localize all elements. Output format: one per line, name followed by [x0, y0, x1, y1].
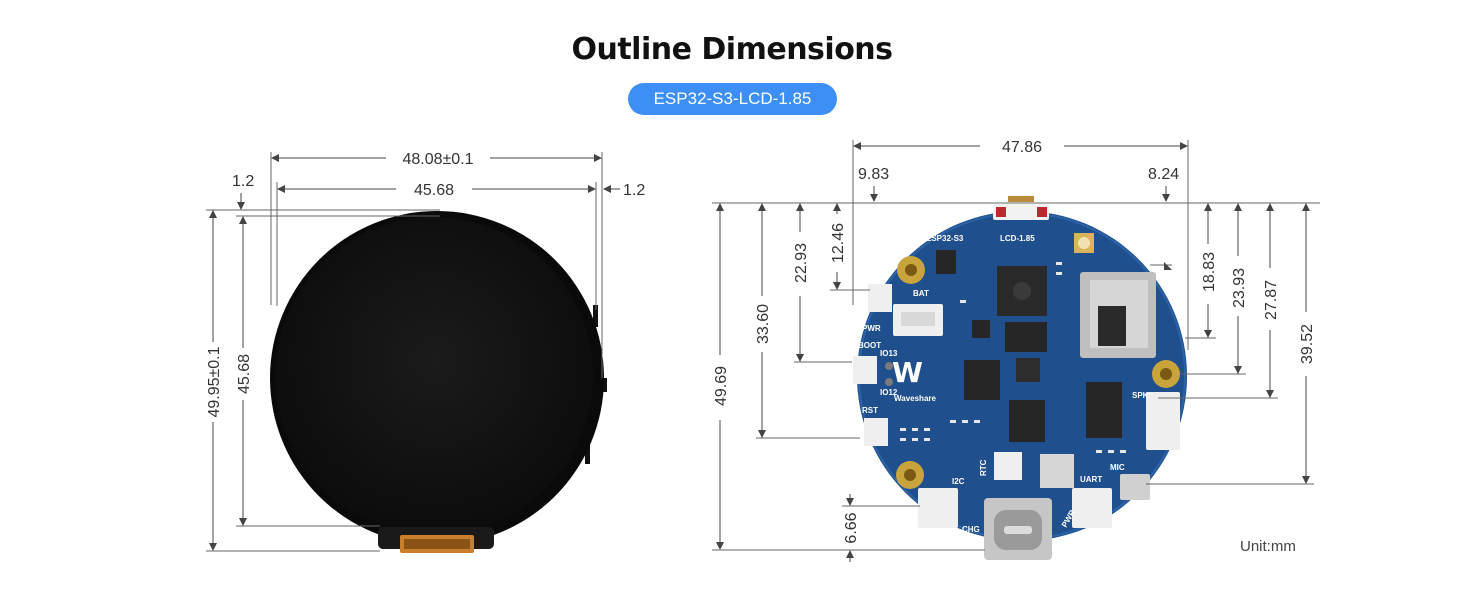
silk-io12: IO12: [880, 388, 898, 397]
pwr-button: [868, 284, 892, 312]
amp-chip: [1086, 382, 1122, 438]
silk-boot: BOOT: [858, 341, 881, 350]
dim-r-23-93: 23.93: [1231, 268, 1248, 308]
dim-h-33-60: 33.60: [755, 304, 772, 344]
i2c-connector: [918, 488, 958, 528]
dim-r-27-87: 27.87: [1263, 280, 1280, 320]
lcd-screen: [275, 217, 593, 535]
silk-i2c: I2C: [952, 477, 965, 486]
silk-brand: Waveshare: [894, 394, 937, 403]
spk-connector: [1146, 392, 1180, 450]
pcb-back-view: W ESP32-S3 LCD-1.85 BAT PWR BOOT IO13 IO…: [712, 139, 1320, 562]
dim-width-outer: 48.08±0.1: [402, 151, 473, 168]
mounting-hole-bl: [896, 461, 924, 489]
top-connector: [993, 204, 1049, 220]
page-title: Outline Dimensions: [571, 32, 893, 67]
dim-margin-left: 1.2: [232, 173, 254, 190]
model-badge: ESP32-S3-LCD-1.85: [628, 83, 837, 115]
dim-r-39-52: 39.52: [1299, 324, 1316, 364]
rtc-button: [1040, 454, 1074, 488]
dim-h-22-93: 22.93: [793, 243, 810, 283]
silk-esp32: ESP32-S3: [926, 234, 964, 243]
dim-r-18-83: 18.83: [1201, 252, 1218, 292]
dim-width-inner: 45.68: [414, 182, 454, 199]
svg-text:W: W: [892, 356, 923, 389]
lcd-front-view: 48.08±0.1 45.68 1.2 1.2 49.95±0.1 45.68: [206, 151, 645, 553]
silk-chg: CHG: [962, 525, 980, 534]
antenna-connector: [1074, 233, 1094, 253]
dim-offset-right: 8.24: [1148, 166, 1179, 183]
silk-io13: IO13: [880, 349, 898, 358]
audio-chip: [1009, 400, 1045, 442]
rst-button: [864, 418, 888, 446]
dim-h-12-46: 12.46: [830, 223, 847, 263]
mic-module: [1120, 474, 1150, 500]
battery-connector: [893, 304, 943, 336]
usb-c-port: [984, 498, 1052, 560]
silk-lcd: LCD-1.85: [1000, 234, 1035, 243]
dim-bottom-6-66: 6.66: [843, 512, 860, 543]
silk-rst: RST: [862, 406, 878, 415]
mounting-hole-r: [1152, 360, 1180, 388]
unit-label: Unit:mm: [1240, 538, 1296, 555]
silk-rtc: RTC: [979, 459, 988, 476]
dim-width-total: 47.86: [1002, 139, 1042, 156]
side-button-top: [593, 305, 598, 327]
boot-button: [853, 356, 877, 384]
psram-chip: [964, 360, 1000, 400]
dim-height-outer: 49.95±0.1: [206, 346, 223, 417]
silk-pwr: PWR: [862, 324, 881, 333]
silk-mic: MIC: [1110, 463, 1125, 472]
dim-height-inner: 45.68: [236, 354, 253, 394]
waveshare-logo: W: [892, 356, 923, 389]
side-button-bottom: [585, 444, 590, 464]
silk-spk: SPK: [1132, 391, 1149, 400]
dim-offset-left: 9.83: [858, 166, 889, 183]
rtc-battery: [994, 452, 1022, 480]
flash-chip: [1005, 322, 1047, 352]
mounting-hole-tl: [897, 256, 925, 284]
dim-height-total: 49.69: [713, 366, 730, 406]
uart-connector: [1072, 488, 1112, 528]
dim-margin-right: 1.2: [623, 182, 645, 199]
silk-bat: BAT: [913, 289, 929, 298]
sd-card-slot: [1080, 272, 1156, 358]
silk-uart: UART: [1080, 475, 1102, 484]
side-button-mid: [602, 378, 607, 392]
